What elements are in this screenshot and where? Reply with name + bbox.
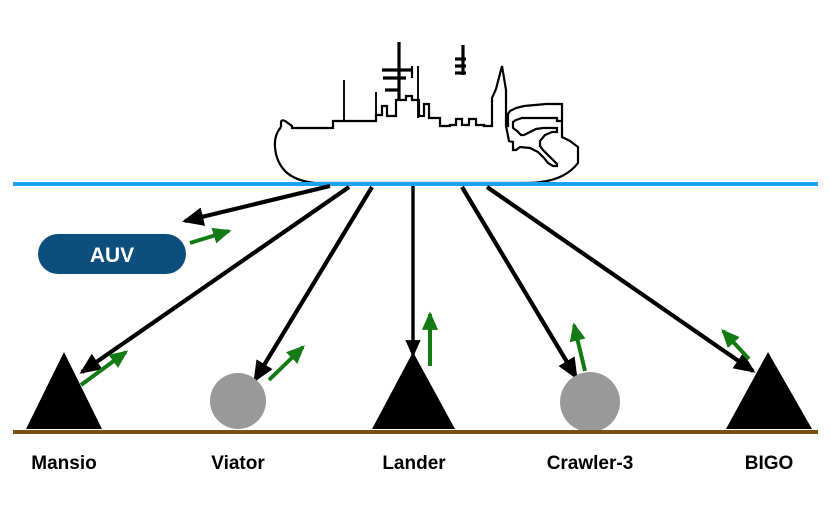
- node-mansio-shape[interactable]: [26, 352, 102, 429]
- link-ship-to-bigo: [485, 185, 756, 373]
- node-label-crawler3: Crawler-3: [547, 453, 634, 474]
- auv-node[interactable]: AUV: [38, 234, 186, 274]
- link-ship-to-crawler3: [460, 185, 578, 380]
- link-crawler3-to-ship: [569, 322, 587, 372]
- link-bigo-to-ship: [721, 329, 751, 361]
- node-label-bigo: BIGO: [745, 453, 794, 474]
- link-mansio-to-ship: [79, 350, 129, 387]
- node-label-viator: Viator: [211, 453, 265, 474]
- ship-lower-hull: [273, 121, 580, 185]
- auv-label: AUV: [90, 244, 134, 267]
- ship-hull-outline: [279, 65, 564, 168]
- downlink-arrow-group: [79, 183, 756, 383]
- auv-body[interactable]: [38, 234, 186, 274]
- seafloor-nodes: [26, 352, 812, 432]
- link-viator-to-ship: [267, 345, 305, 382]
- node-label-mansio: Mansio: [31, 453, 96, 474]
- uplink-arrow-group: [79, 227, 751, 387]
- link-ship-to-mansio: [79, 185, 351, 374]
- link-ship-to-viator: [253, 185, 374, 383]
- node-crawler3-shape[interactable]: [560, 372, 620, 432]
- link-auv-to-ship: [189, 227, 232, 245]
- node-viator-shape[interactable]: [210, 373, 266, 429]
- node-bigo-shape[interactable]: [726, 352, 812, 429]
- link-ship-to-auv: [182, 183, 331, 226]
- node-lander-shape[interactable]: [372, 352, 455, 429]
- node-label-group: Mansio Viator Lander Crawler-3 BIGO: [31, 453, 793, 474]
- research-ship: [273, 42, 580, 185]
- node-label-lander: Lander: [382, 453, 446, 474]
